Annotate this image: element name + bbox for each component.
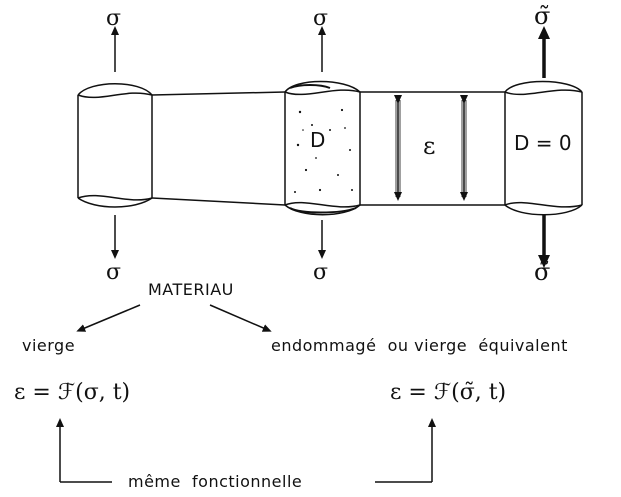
formula-virgin: ε = ℱ(σ, t) xyxy=(14,380,131,405)
connector-top-left xyxy=(151,91,286,96)
sigma-label-bottom-left: σ xyxy=(106,260,122,285)
virgin-cylinder xyxy=(77,83,153,208)
sigma-tilde-label-top: σ̃ xyxy=(534,2,551,30)
strain-label: ε xyxy=(423,132,436,160)
sigma-label-top-middle: σ xyxy=(313,6,329,31)
equivalent-cylinder xyxy=(504,80,583,216)
damage-label: D xyxy=(310,128,326,152)
same-functional-label: même fonctionnelle xyxy=(128,472,303,491)
virgin-label: vierge xyxy=(22,336,76,355)
connector-bottom-left xyxy=(151,197,286,206)
damage-speckles xyxy=(289,84,357,214)
damaged-label: endommagé ou vierge équivalent xyxy=(271,336,568,355)
material-title: MATERIAU xyxy=(148,280,234,299)
formula-damaged: ε = ℱ(σ̃, t) xyxy=(390,380,507,405)
branch-arrow-virgin xyxy=(76,304,141,332)
sigma-tilde-label-bottom: σ̃ xyxy=(534,258,551,286)
damage-zero-label: D = 0 xyxy=(514,131,572,155)
branch-arrow-damaged xyxy=(209,304,272,332)
sigma-label-bottom-middle: σ xyxy=(313,260,329,285)
sigma-label-top-left: σ xyxy=(106,6,122,31)
